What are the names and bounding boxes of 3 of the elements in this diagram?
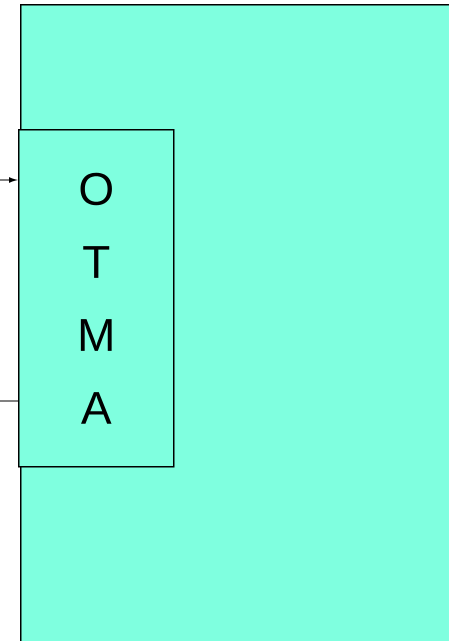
arrow bbox=[0, 177, 16, 183]
connector-line bbox=[0, 400, 18, 402]
letter-box: O T M A bbox=[18, 129, 174, 468]
